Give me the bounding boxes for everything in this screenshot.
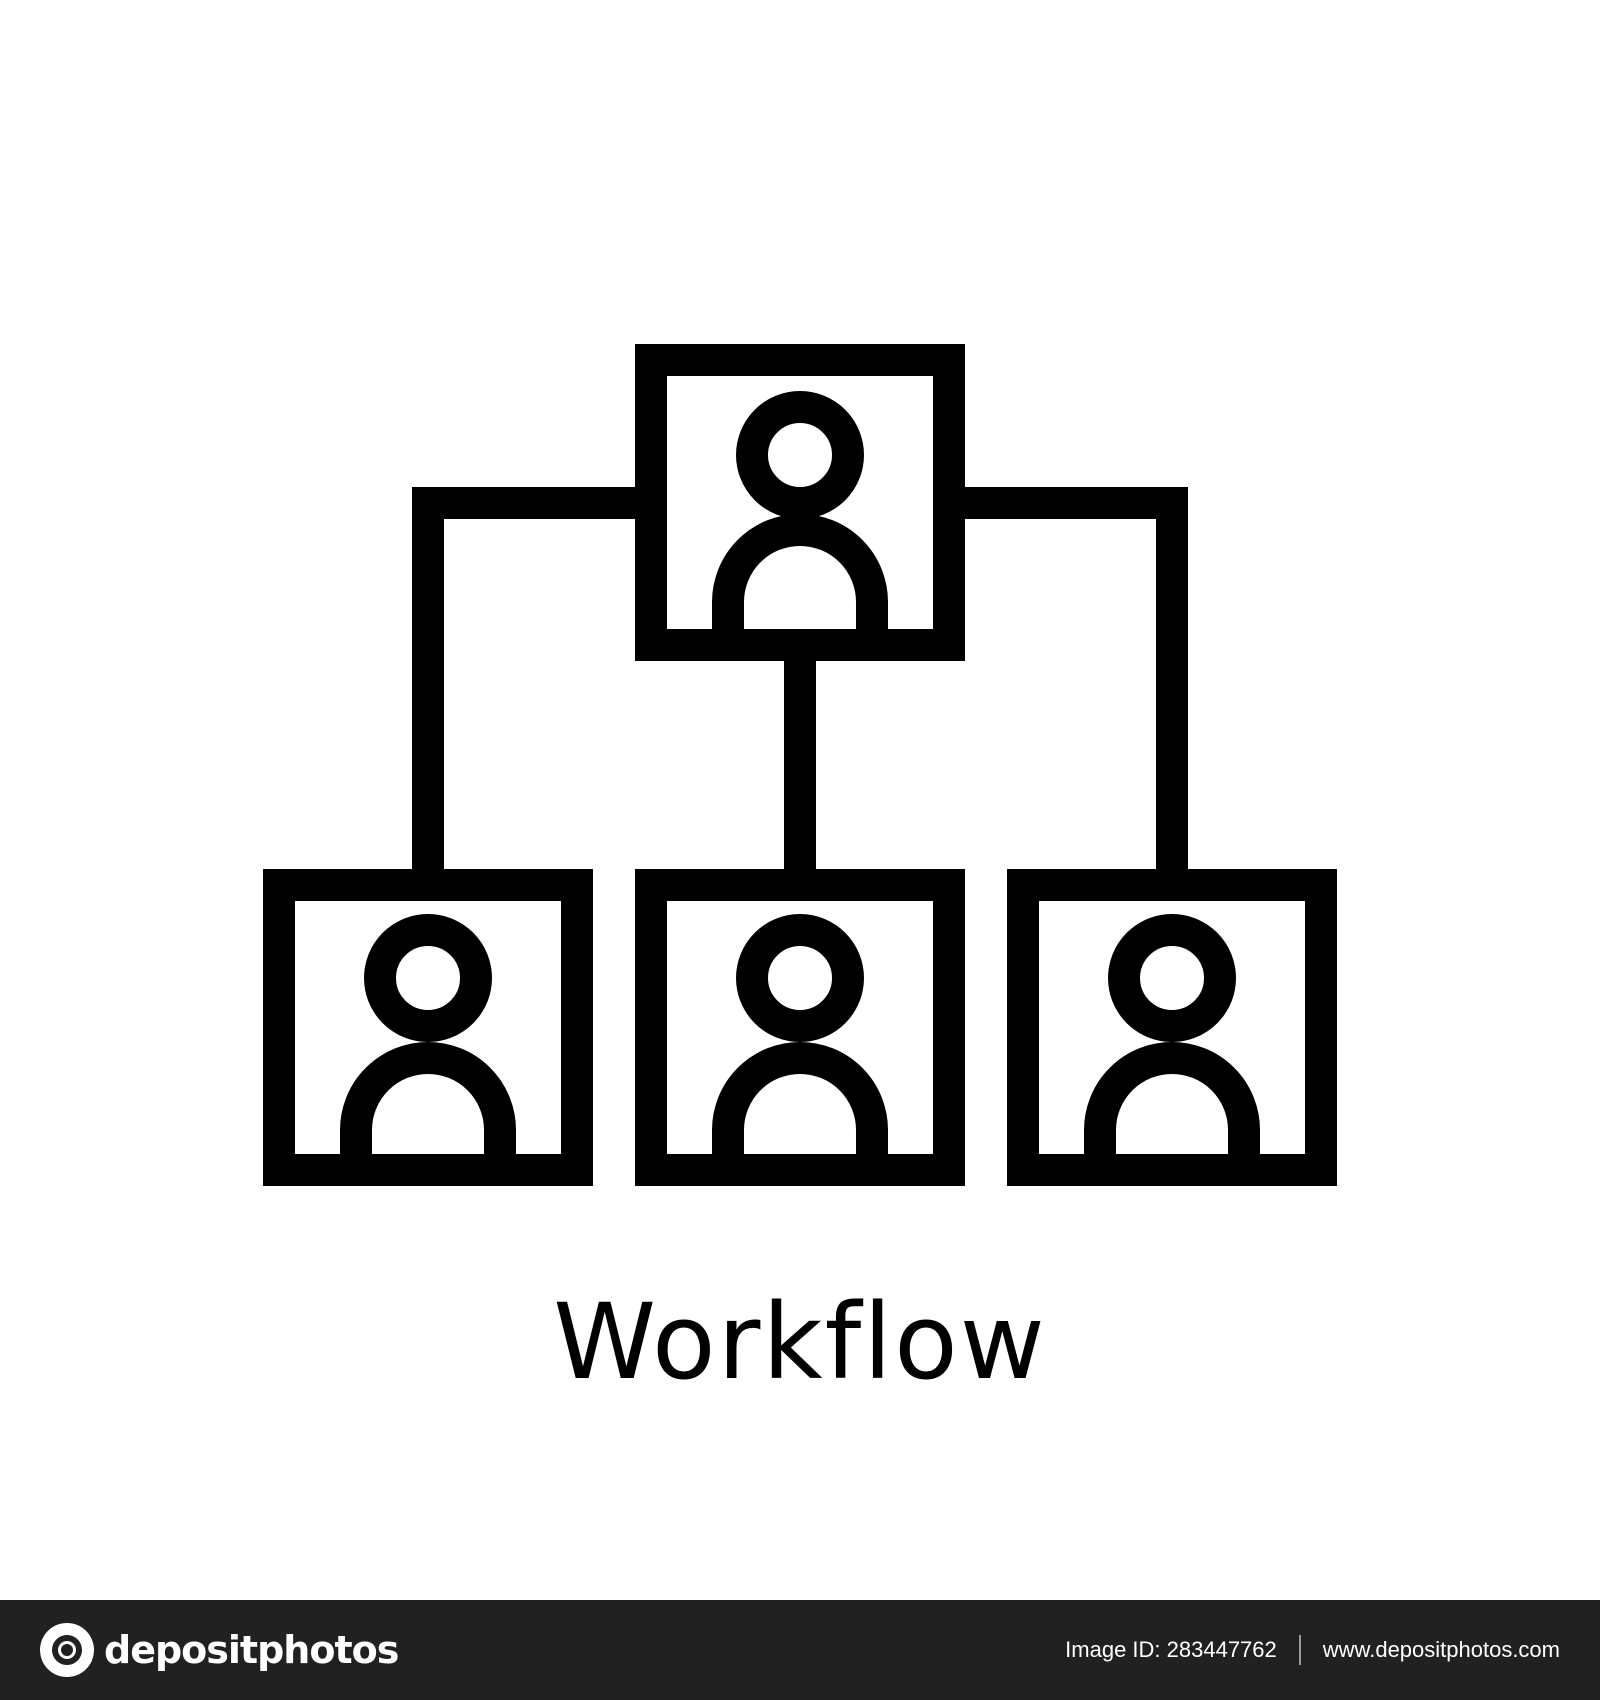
meta-divider bbox=[1298, 1635, 1301, 1665]
camera-icon bbox=[40, 1623, 94, 1677]
image-id-text: Image ID: 283447762 bbox=[1065, 1637, 1277, 1662]
connector-right bbox=[949, 487, 1188, 885]
image-meta: Image ID: 283447762 www.depositphotos.co… bbox=[1065, 1600, 1560, 1700]
connector-left bbox=[412, 487, 651, 885]
site-link[interactable]: www.depositphotos.com bbox=[1322, 1637, 1560, 1662]
caption-title: Workflow bbox=[553, 1281, 1047, 1403]
brand-name: depositphotos bbox=[104, 1628, 399, 1672]
bottom-left-person-node bbox=[263, 869, 593, 1186]
org-chart-icon bbox=[263, 344, 1337, 1186]
bottom-right-person-node bbox=[1007, 869, 1337, 1186]
top-person-node bbox=[635, 344, 965, 661]
stock-footer-bar: depositphotos Image ID: 283447762 www.de… bbox=[0, 1600, 1600, 1700]
brand-logo[interactable]: depositphotos bbox=[40, 1622, 399, 1678]
bottom-middle-person-node bbox=[635, 869, 965, 1186]
image-canvas: Workflow bbox=[263, 344, 1337, 1403]
